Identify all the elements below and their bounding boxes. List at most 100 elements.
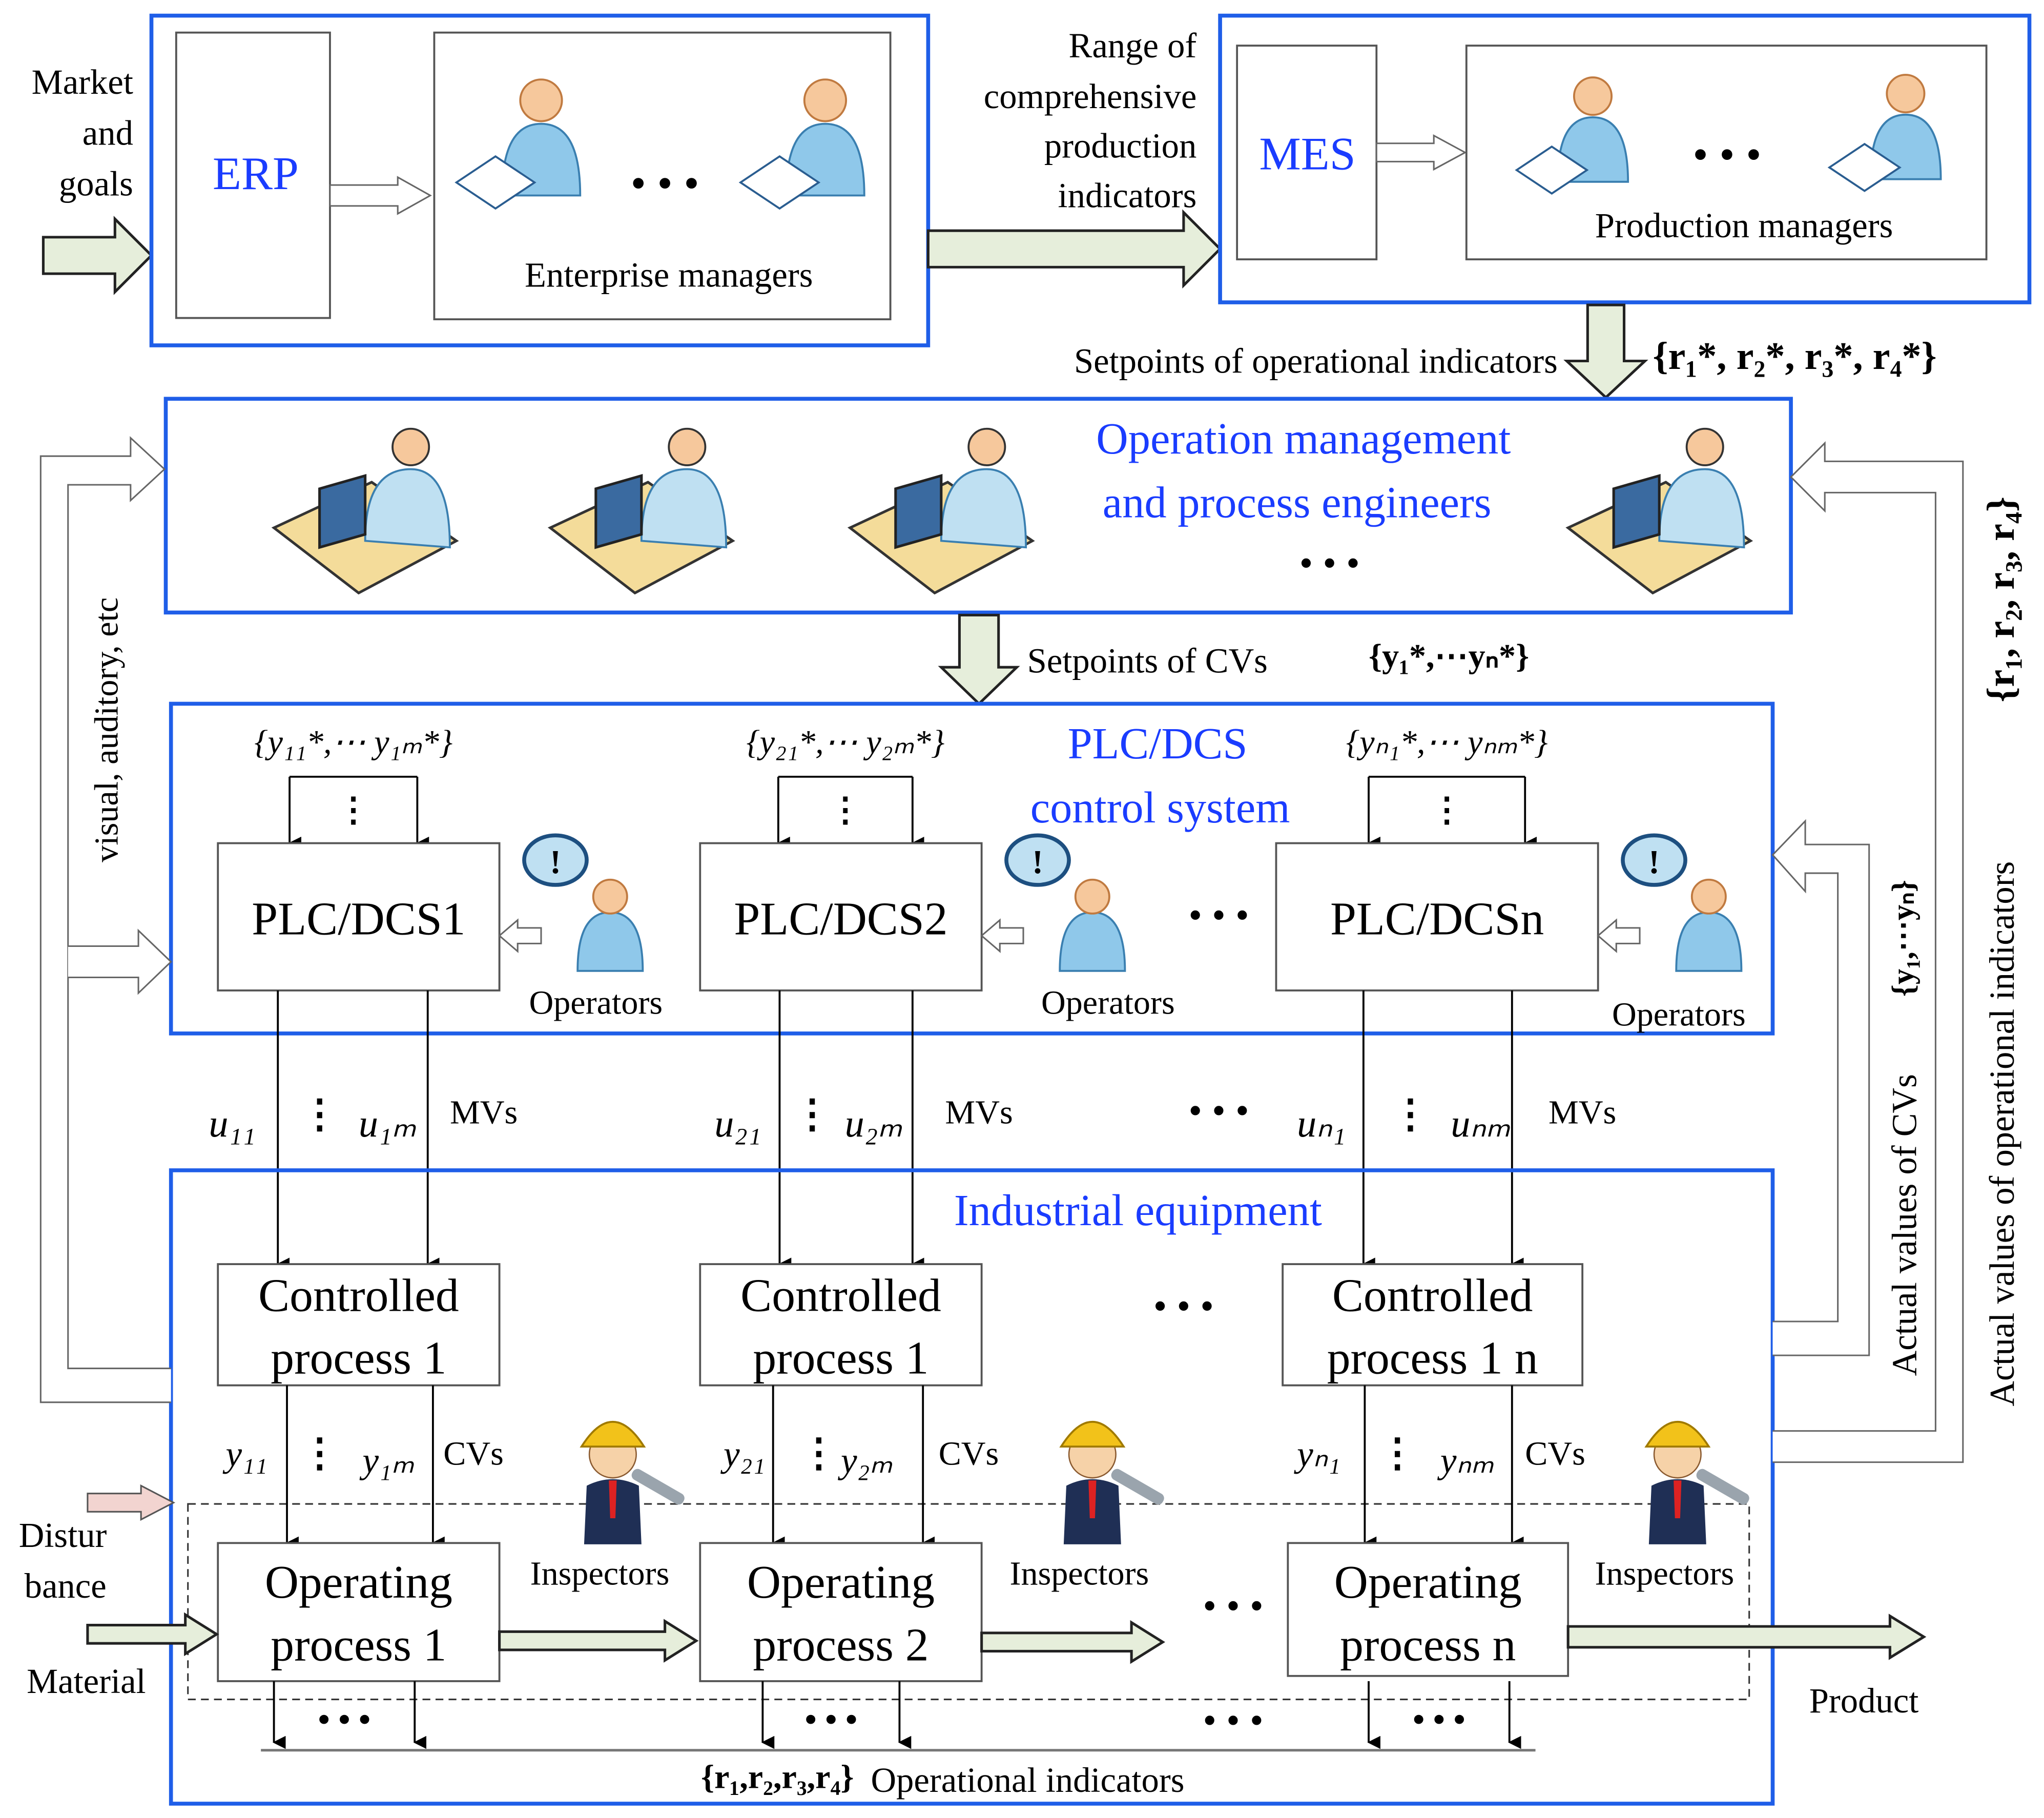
- r-actual-label: {r₁,r₂,r₃,r₄}: [701, 1759, 854, 1796]
- mes-to-managers-arrow: [1375, 134, 1467, 171]
- mes-to-operation-arrow: [1563, 303, 1648, 400]
- operator-input-arrow: [498, 918, 542, 953]
- ellipsis: • • •: [1299, 541, 1360, 585]
- operational-indicators-label: Operational indicators: [871, 1761, 1184, 1800]
- mv-label: uₙₘ: [1451, 1102, 1511, 1145]
- inspector-icon: [1059, 1420, 1164, 1544]
- actual-cvs-label: Actual values of CVs: [1885, 1074, 1924, 1376]
- left-feedback-to-plc-arrow: [68, 928, 172, 995]
- operation-to-plc-arrow: [938, 613, 1020, 706]
- vertical-ellipsis: ⋮: [799, 1431, 838, 1475]
- engineer-workstation-icon: [847, 427, 1035, 595]
- mv-label: u₂ₘ: [845, 1102, 903, 1145]
- erp-to-managers-arrow: [329, 176, 432, 215]
- controlled-process-label-line2: process 1: [271, 1332, 446, 1384]
- operating-process-box: [699, 1542, 983, 1682]
- svg-text:comprehensive: comprehensive: [984, 77, 1197, 116]
- operating-process-label: Operating: [1334, 1556, 1522, 1608]
- vertical-ellipsis: ⋮: [1430, 791, 1464, 829]
- actual-indicators-label: Actual values of operational indicators: [1983, 861, 2021, 1407]
- operator-icon: !: [1004, 833, 1126, 972]
- mvs-label: MVs: [1549, 1093, 1616, 1131]
- cvs-label: CVs: [939, 1435, 999, 1473]
- vertical-ellipsis: ⋮: [793, 1092, 832, 1136]
- plc-dcs-unit-box: [217, 842, 501, 991]
- vertical-ellipsis: ⋮: [1391, 1092, 1430, 1136]
- plc-title-line2: control system: [1030, 783, 1290, 832]
- ellipsis: • • •: [1692, 130, 1761, 179]
- cv-setpoints-label: {y₂₁*,⋯ y₂ₘ*}: [746, 724, 944, 761]
- ellipsis: • • •: [1203, 1584, 1263, 1627]
- ellipsis: • • •: [805, 1701, 857, 1739]
- engineer-workstation-icon: [547, 427, 735, 595]
- enterprise-managers-label: Enterprise managers: [525, 256, 813, 295]
- range-indicators-label: Range of comprehensive production indica…: [984, 26, 1197, 215]
- svg-text:and: and: [82, 113, 133, 152]
- erp-label: ERP: [213, 147, 299, 199]
- operation-title-line2: and process engineers: [1103, 478, 1492, 527]
- mv-label: uₙ₁: [1297, 1102, 1346, 1145]
- svg-text:Range of: Range of: [1069, 26, 1197, 65]
- plc-dcs-unit-label: PLC/DCS1: [252, 893, 465, 945]
- process1-to-process2-arrow: [498, 1619, 699, 1663]
- controlled-process-label: Controlled: [740, 1269, 941, 1321]
- controlled-process-label-line2: process 1: [753, 1332, 928, 1384]
- industrial-equipment-frame: [169, 1168, 1775, 1806]
- operating-process-box: [1287, 1542, 1570, 1677]
- equipment-title: Industrial equipment: [954, 1186, 1322, 1235]
- inspectors-label: Inspectors: [1595, 1555, 1735, 1593]
- mv-label: u₂₁: [714, 1102, 761, 1145]
- erp-to-mes-arrow: [926, 209, 1222, 289]
- operators-label: Operators: [529, 984, 663, 1022]
- mv-label: u₁₁: [209, 1102, 255, 1145]
- y-setpoints-label: {y₁*,⋯yₙ*}: [1369, 637, 1529, 675]
- cv-label: y₁ₘ: [360, 1441, 415, 1481]
- right-cv-feedback-arrow: [1771, 819, 1870, 1356]
- operating-process-box: [217, 1542, 501, 1682]
- operating-process-label: Operating: [747, 1556, 935, 1608]
- engineer-workstation-icon: [271, 427, 459, 595]
- setpoints-operational-label: Setpoints of operational indicators: [1074, 341, 1558, 380]
- disturbance-label: Distur: [19, 1516, 107, 1555]
- material-input-arrow: [86, 1612, 219, 1657]
- disturbance-label-line2: bance: [25, 1566, 107, 1605]
- ellipsis: • • •: [1153, 1284, 1214, 1328]
- inspectors-label: Inspectors: [1010, 1555, 1149, 1593]
- inspector-icon: [1644, 1420, 1749, 1544]
- ellipsis: • • •: [631, 159, 699, 208]
- feedback-label: visual, auditory, etc: [88, 597, 125, 862]
- ellipsis: • • •: [1413, 1701, 1465, 1739]
- mvs-label: MVs: [450, 1093, 518, 1131]
- svg-text:Market: Market: [32, 63, 133, 101]
- erp-box: [175, 31, 331, 319]
- operating-process-label-line2: process 2: [753, 1618, 928, 1670]
- operator-icon: !: [1621, 833, 1743, 972]
- cv-label: yₙₘ: [1437, 1441, 1494, 1481]
- vertical-ellipsis: ⋮: [300, 1431, 339, 1475]
- controlled-process-label-line2: process 1 n: [1327, 1332, 1538, 1384]
- operating-process-label: Operating: [265, 1556, 452, 1608]
- cv-label: y₂₁: [720, 1434, 765, 1474]
- svg-text:indicators: indicators: [1058, 176, 1197, 215]
- cv-label: y₂ₘ: [838, 1441, 893, 1481]
- exclamation-icon: !: [1648, 843, 1660, 881]
- exclamation-icon: !: [1032, 843, 1043, 881]
- manager-icon: [738, 78, 865, 210]
- manager-icon: [1827, 74, 1942, 192]
- controlled-process-box: [1282, 1263, 1584, 1387]
- operators-label: Operators: [1612, 996, 1746, 1034]
- cv-setpoints-label: {yₙ₁*,⋯ yₙₘ*}: [1346, 724, 1548, 761]
- mes-box: [1236, 45, 1378, 261]
- operator-input-arrow: [1597, 918, 1641, 953]
- operator-input-arrow: [980, 918, 1024, 953]
- setpoints-cvs-label: Setpoints of CVs: [1027, 641, 1268, 680]
- plc-dcs-unit-box: [1275, 842, 1599, 991]
- product-output-arrow: [1566, 1614, 1927, 1660]
- r-setpoints-label: {r₁*, r₂*, r₃*, r₄*}: [1653, 334, 1936, 378]
- ellipsis: • • •: [1188, 893, 1249, 937]
- operator-icon: !: [522, 833, 644, 972]
